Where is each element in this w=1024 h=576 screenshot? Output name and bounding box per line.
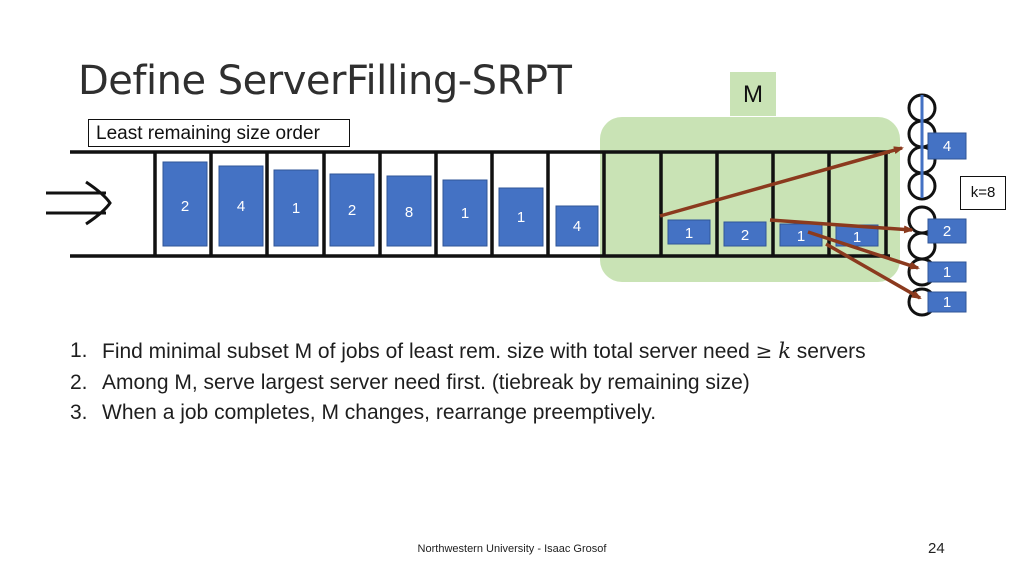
k-label: k=8	[960, 176, 1006, 210]
m-label: M	[730, 72, 776, 116]
svg-text:8: 8	[405, 204, 413, 221]
page-number: 24	[928, 540, 945, 557]
assignment-arrows	[659, 146, 922, 300]
step-text-part: Find minimal subset M of jobs of least r…	[102, 340, 756, 363]
svg-text:2: 2	[181, 198, 189, 215]
svg-text:4: 4	[573, 218, 581, 235]
step-text: Among M, serve largest server need first…	[102, 370, 750, 394]
step-number: 2.	[70, 370, 88, 394]
server-job-1b: 1	[927, 291, 967, 313]
step-item: 1. Find minimal subset M of jobs of leas…	[70, 336, 866, 368]
queue-job-1c: 1	[498, 187, 544, 247]
queue-job-1b: 1	[442, 179, 488, 247]
svg-text:1: 1	[943, 294, 951, 311]
queue-job-4b: 4	[555, 205, 599, 247]
svg-text:1: 1	[853, 229, 861, 246]
svg-text:4: 4	[237, 198, 245, 215]
svg-text:4: 4	[943, 138, 951, 155]
ge-symbol: ≥	[755, 339, 773, 363]
server-job-2: 2	[927, 218, 967, 244]
svg-text:1: 1	[797, 228, 805, 245]
queue-job-2b: 2	[329, 173, 375, 247]
queue-job-2a: 2	[162, 161, 208, 247]
svg-text:1: 1	[461, 205, 469, 222]
steps-list: 1. Find minimal subset M of jobs of leas…	[70, 336, 866, 429]
k-variable: k	[778, 339, 791, 363]
step-number: 1.	[70, 339, 88, 362]
svg-text:2: 2	[348, 202, 356, 219]
step-text-part: servers	[790, 340, 866, 363]
queue-job-4a: 4	[218, 165, 264, 247]
m-job-2: 2	[723, 221, 767, 247]
queue-slot-dividers	[153, 152, 888, 256]
footer-text: Northwestern University - Isaac Grosof	[417, 543, 607, 555]
step-item: 3. When a job completes, M changes, rear…	[70, 398, 866, 429]
step-item: 2. Among M, serve largest server need fi…	[70, 368, 866, 399]
svg-text:2: 2	[741, 227, 749, 244]
step-text: Find minimal subset M of jobs of least r…	[102, 336, 866, 368]
queue-job-8: 8	[386, 175, 432, 247]
slide-title: Define ServerFilling-SRPT	[78, 58, 572, 104]
step-number: 3.	[70, 401, 88, 424]
step-text: When a job completes, M changes, rearran…	[102, 401, 657, 424]
svg-text:1: 1	[685, 225, 693, 242]
arrival-arrow-icon	[46, 180, 112, 226]
svg-text:2: 2	[943, 223, 951, 240]
server-job-4: 4	[927, 132, 967, 160]
server-job-1a: 1	[927, 261, 967, 283]
svg-text:1: 1	[943, 264, 951, 281]
svg-text:1: 1	[517, 209, 525, 226]
svg-text:1: 1	[292, 200, 300, 217]
m-job-1a: 1	[667, 219, 711, 245]
queue-job-1a: 1	[273, 169, 319, 247]
order-label: Least remaining size order	[88, 119, 350, 147]
